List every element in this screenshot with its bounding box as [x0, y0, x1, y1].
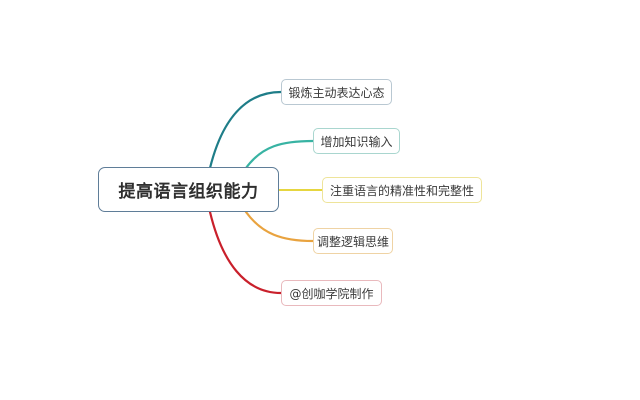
subtopic-precision-completeness[interactable]: 注重语言的精准性和完整性: [322, 177, 482, 203]
subtopic-label: 锻炼主动表达心态: [288, 85, 385, 100]
root-topic-label: 提高语言组织能力: [118, 182, 259, 202]
connector-branch-5: [208, 210, 283, 295]
subtopic-credit[interactable]: @创咖学院制作: [281, 280, 382, 306]
subtopic-logical-thinking[interactable]: 调整逻辑思维: [313, 228, 393, 254]
connector-branch-2: [244, 139, 315, 170]
subtopic-label: 增加知识输入: [320, 134, 393, 149]
subtopic-label: 调整逻辑思维: [317, 234, 390, 249]
connector-branch-1: [208, 90, 283, 170]
subtopic-active-expression[interactable]: 锻炼主动表达心态: [281, 79, 392, 105]
root-topic[interactable]: 提高语言组织能力: [98, 167, 279, 212]
connector-branch-4: [244, 210, 315, 243]
subtopic-label: @创咖学院制作: [289, 286, 374, 301]
subtopic-label: 注重语言的精准性和完整性: [329, 183, 474, 198]
subtopic-knowledge-input[interactable]: 增加知识输入: [313, 128, 400, 154]
